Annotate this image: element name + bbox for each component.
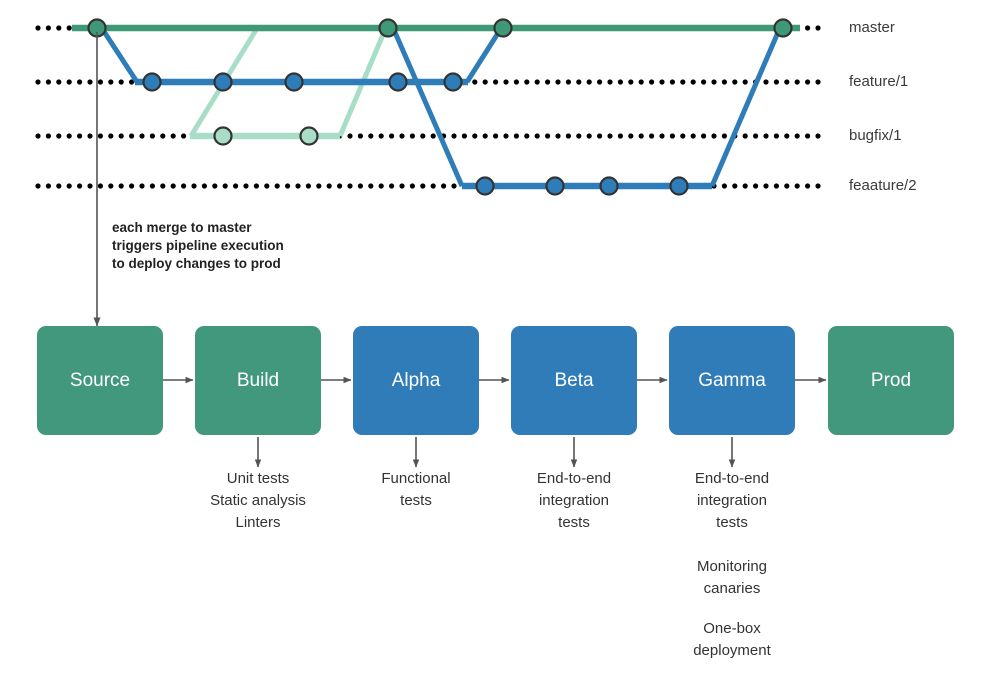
lane-label-bugfix1: bugfix/1 bbox=[849, 127, 902, 144]
lane-track-bugfix1 bbox=[35, 133, 821, 139]
commit-node[interactable] bbox=[773, 18, 793, 38]
commit-node[interactable] bbox=[599, 176, 619, 196]
commit-nodes bbox=[87, 18, 793, 196]
commit-node[interactable] bbox=[142, 72, 162, 92]
stage-box-build[interactable]: Build bbox=[195, 326, 321, 435]
stage-box-prod[interactable]: Prod bbox=[828, 326, 954, 435]
caption-gamma-onebox: One-box deployment bbox=[693, 620, 771, 659]
commit-node[interactable] bbox=[669, 176, 689, 196]
commit-node[interactable] bbox=[493, 18, 513, 38]
commit-node[interactable] bbox=[213, 72, 233, 92]
commit-node[interactable] bbox=[388, 72, 408, 92]
pipeline-caption-arrows bbox=[254, 437, 736, 468]
commit-node[interactable] bbox=[378, 18, 398, 38]
stage-caption-build: Unit tests Static analysis Linters bbox=[210, 470, 306, 531]
stage-box-beta[interactable]: Beta bbox=[511, 326, 637, 435]
edge-feaature2-to-master bbox=[709, 29, 782, 187]
lane-label-feature1: feature/1 bbox=[849, 73, 909, 90]
edge-master-to-feaature2 bbox=[391, 29, 465, 187]
stage-caption-alpha: Functional tests bbox=[381, 470, 451, 509]
stage-box-gamma[interactable]: Gamma bbox=[669, 326, 795, 435]
stage-box-alpha[interactable]: Alpha bbox=[353, 326, 479, 435]
commit-node[interactable] bbox=[545, 176, 565, 196]
lane-label-feaature2: feaature/2 bbox=[849, 177, 917, 194]
commit-node[interactable] bbox=[443, 72, 463, 92]
branch-edges bbox=[100, 28, 782, 187]
stage-caption-gamma: End-to-end integration tests bbox=[694, 470, 770, 531]
edge-master-to-feature1 bbox=[100, 28, 140, 84]
commit-node[interactable] bbox=[299, 126, 319, 146]
commit-node[interactable] bbox=[284, 72, 304, 92]
branch-trunk-lines bbox=[72, 24, 800, 190]
stage-box-source[interactable]: Source bbox=[37, 326, 163, 435]
commit-node[interactable] bbox=[213, 126, 233, 146]
stage-caption-beta: End-to-end integration tests bbox=[536, 470, 612, 531]
caption-gamma-monitoring: Monitoring canaries bbox=[696, 558, 768, 597]
lane-label-master: master bbox=[849, 19, 895, 36]
edge-feature1-to-master bbox=[464, 28, 503, 84]
commit-node[interactable] bbox=[475, 176, 495, 196]
